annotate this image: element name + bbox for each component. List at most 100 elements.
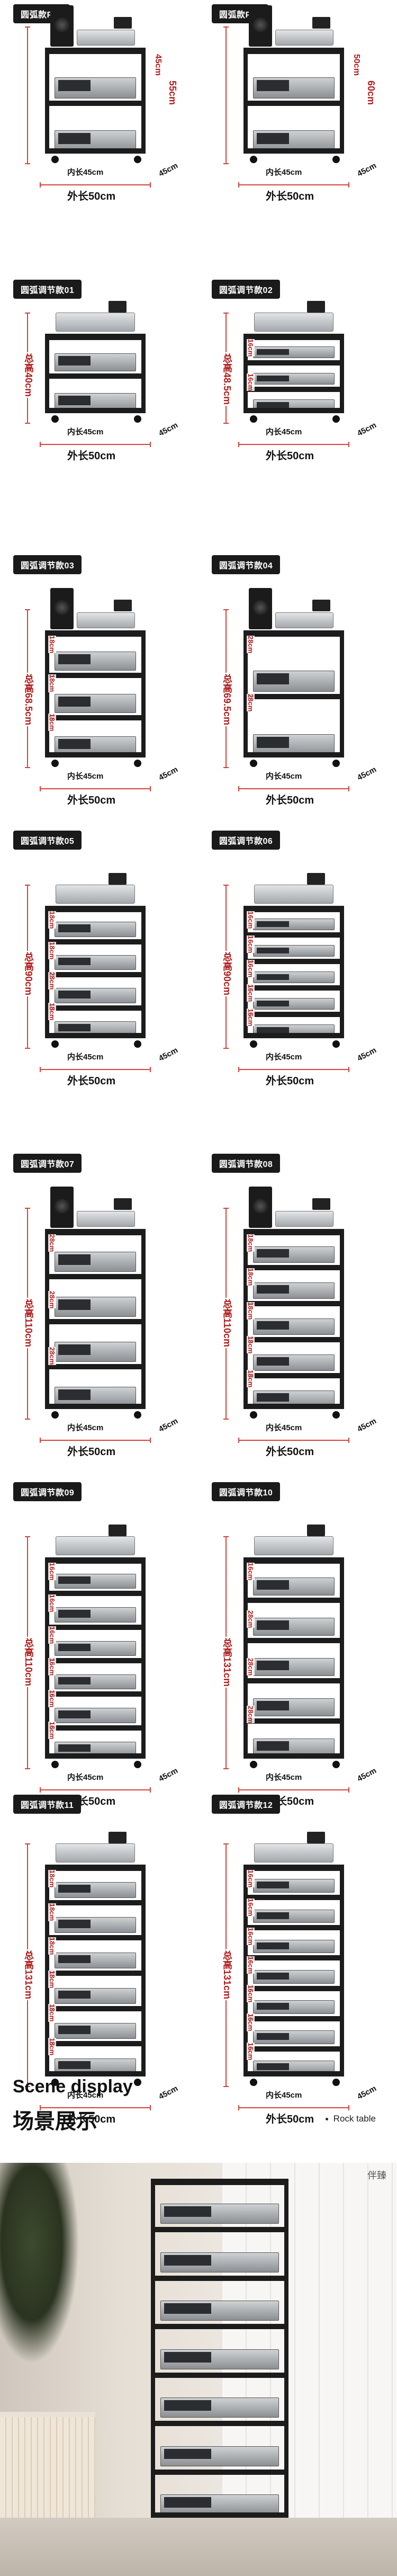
device-panel (257, 1027, 289, 1033)
av-device (55, 1386, 136, 1407)
shelf-height-label: 18cm (48, 1903, 56, 1921)
device-panel (58, 1023, 91, 1032)
shelf-height-label: 28cm (48, 1347, 56, 1365)
shelf-height-label: 18cm (48, 1937, 56, 1955)
caster-wheel-icon (134, 1761, 141, 1768)
device-panel (58, 1744, 91, 1752)
inner-height-label: 45cm (153, 53, 163, 77)
total-height-label: 总高69.5cm (220, 673, 234, 727)
speaker-left (249, 5, 272, 47)
rack-shelf (45, 1364, 146, 1369)
total-height-label: 总高110cm (220, 1298, 234, 1349)
total-height-label: 总高131cm (220, 1637, 234, 1688)
av-device (55, 955, 136, 970)
depth-label: 45cm (157, 1766, 179, 1784)
device-panel (58, 1344, 91, 1355)
length-dimension (238, 2105, 349, 2110)
shelf-height-label: 16cm (247, 2042, 255, 2060)
scene-tag: Rock table (325, 2114, 376, 2124)
shelf-height-label: 16cm (48, 1658, 56, 1676)
device-panel (164, 2400, 211, 2411)
total-height-label: 60cm (365, 79, 376, 106)
rack-shelf (45, 906, 146, 912)
device-panel (257, 921, 289, 927)
caster-wheel-icon (332, 2079, 340, 2086)
av-device (160, 2397, 279, 2418)
display-screen (109, 1832, 127, 1843)
inner-length-label: 内长45cm (66, 2089, 105, 2100)
device-panel (257, 2063, 289, 2071)
device-panel (257, 1912, 289, 1919)
floor (0, 2518, 397, 2576)
av-device (253, 918, 335, 930)
av-device (160, 2349, 279, 2369)
rack-shelf (151, 2324, 288, 2330)
outer-length-label: 外长50cm (66, 1072, 117, 1088)
watermark: 伴臻 (367, 2170, 386, 2181)
rack-shelf (45, 939, 146, 944)
device-panel (164, 2351, 211, 2363)
depth-label: 45cm (157, 420, 179, 438)
device-panel (257, 1393, 289, 1402)
caster-wheel-icon (250, 1040, 257, 1048)
amplifier (77, 30, 135, 46)
device-panel (58, 1677, 91, 1685)
shelf-height-label: 16cm (247, 911, 255, 929)
rack-shelf (45, 752, 146, 757)
device-panel (58, 396, 91, 405)
outer-length-label: 外长50cm (265, 1443, 315, 1458)
av-device (253, 372, 335, 385)
display-screen (307, 1525, 325, 1536)
shelf-height-label: 18cm (247, 1302, 255, 1320)
variant-tag: 圆弧调节款09 (13, 1482, 82, 1501)
device-panel (58, 1299, 91, 1310)
shelf-height-label: 18cm (48, 636, 56, 654)
av-device (55, 1987, 136, 2004)
rack-shelf (45, 1658, 146, 1663)
shelf-height-label: 16cm (247, 1870, 255, 1888)
av-device (253, 1354, 335, 1371)
av-device (253, 1909, 335, 1923)
length-dimension (238, 1438, 349, 1443)
caster-wheel-icon (332, 1040, 340, 1048)
display-screen (307, 873, 325, 885)
rack-shelf (243, 1373, 344, 1378)
amplifier (254, 885, 333, 904)
shelf-height-label: 16cm (247, 1563, 255, 1581)
shelf-height-label: 28cm (48, 1290, 56, 1308)
rack-frame (243, 630, 344, 767)
outer-length-label: 外长50cm (265, 1072, 315, 1088)
shelf-height-label: 18cm (48, 1870, 56, 1888)
caster-wheel-icon (332, 1411, 340, 1419)
av-device (253, 2000, 335, 2014)
depth-label: 45cm (356, 161, 378, 179)
device-panel (257, 673, 289, 684)
variant-tag: 圆弧调节款10 (212, 1482, 281, 1501)
caster-wheel-icon (134, 1040, 141, 1048)
device-panel (257, 1741, 289, 1751)
rack-shelf (45, 2071, 146, 2076)
shelf-height-label: 16cm (48, 1722, 56, 1740)
device-panel (257, 133, 289, 144)
rack-shelf (243, 1895, 344, 1901)
bullet-icon (325, 2118, 328, 2121)
shelf-height-label: 16cm (247, 2013, 255, 2031)
rack-shelf (243, 1925, 344, 1931)
device-panel (58, 1920, 91, 1928)
device-panel (58, 1576, 91, 1584)
av-device (55, 1296, 136, 1317)
rack-shelf (243, 1404, 344, 1409)
device-panel (58, 1955, 91, 1964)
device-panel (58, 697, 91, 707)
rack-shelf (243, 1753, 344, 1759)
rack-shelf (243, 1033, 344, 1038)
rack-shelf (45, 1404, 146, 1409)
device-panel (257, 2033, 289, 2040)
av-device (160, 2204, 279, 2224)
av-device (253, 944, 335, 957)
rack-shelf (243, 694, 344, 699)
shelf-height-label: 18cm (247, 1268, 255, 1286)
rack-shelf (243, 360, 344, 366)
shelf-height-label: 28cm (48, 1234, 56, 1252)
